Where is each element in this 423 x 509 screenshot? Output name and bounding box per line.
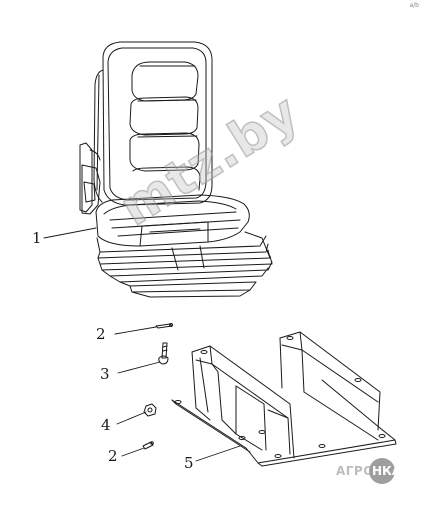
leader-3 (117, 361, 161, 374)
leader-2-top (114, 326, 157, 335)
logo-circle (369, 458, 395, 484)
seat-suspension-base (96, 231, 273, 298)
leader-2-bottom (121, 447, 145, 457)
leader-5 (195, 445, 241, 462)
callout-5: 5 (184, 454, 194, 472)
callout-3: 3 (100, 365, 110, 383)
leader-lines (43, 227, 241, 462)
callout-2-top: 2 (96, 325, 106, 343)
part-4-nut (143, 403, 157, 417)
callout-1: 1 (32, 229, 42, 247)
seat-side-lever (79, 142, 101, 215)
part-2-pin-top (155, 323, 173, 329)
leader-4 (116, 411, 147, 425)
part-2-pin-bottom (142, 441, 154, 450)
seat-cushion (95, 194, 250, 247)
part-3-bolt (158, 342, 169, 365)
part-5-mounting-bracket (171, 331, 397, 467)
agronka-logo: АГРО НКА (336, 458, 408, 484)
callout-2-bottom: 2 (108, 447, 118, 465)
corner-mark: a/b (409, 2, 419, 9)
logo-nka-text: НКА (372, 464, 402, 478)
logo-agro-text: АГРО (336, 464, 374, 478)
leader-1 (43, 227, 97, 239)
callout-4: 4 (101, 416, 111, 434)
